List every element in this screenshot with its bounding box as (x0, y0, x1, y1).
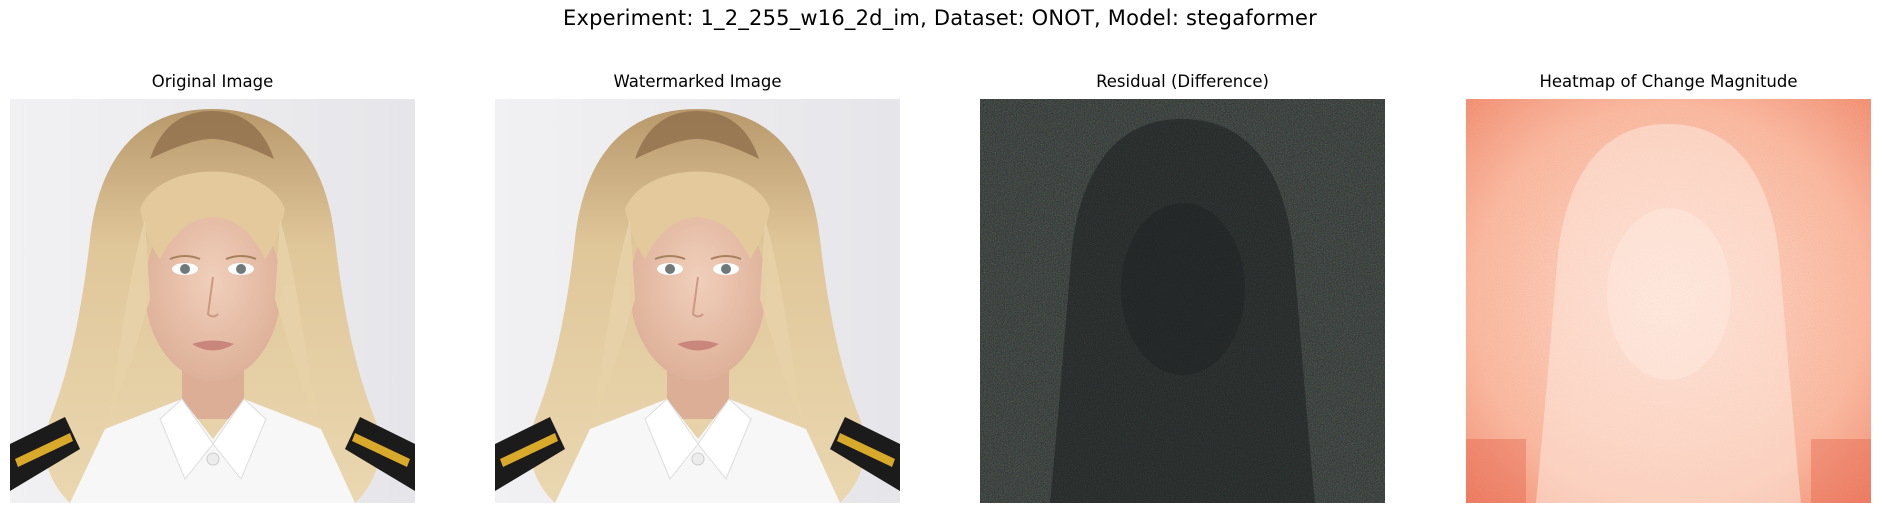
figure-suptitle: Experiment: 1_2_255_w16_2d_im, Dataset: … (563, 6, 1317, 30)
residual-image (980, 99, 1385, 503)
residual-noise-illustration (980, 99, 1385, 503)
heatmap-illustration (1466, 99, 1871, 503)
panel-title-residual: Residual (Difference) (1096, 72, 1269, 91)
panel-title-watermarked: Watermarked Image (613, 72, 782, 91)
portrait-illustration (495, 99, 900, 503)
heatmap-image (1466, 99, 1871, 503)
original-image (10, 99, 415, 503)
panel-title-original: Original Image (151, 72, 274, 91)
portrait-illustration (10, 99, 415, 503)
panel-title-heatmap: Heatmap of Change Magnitude (1539, 72, 1798, 91)
watermarked-image (495, 99, 900, 503)
